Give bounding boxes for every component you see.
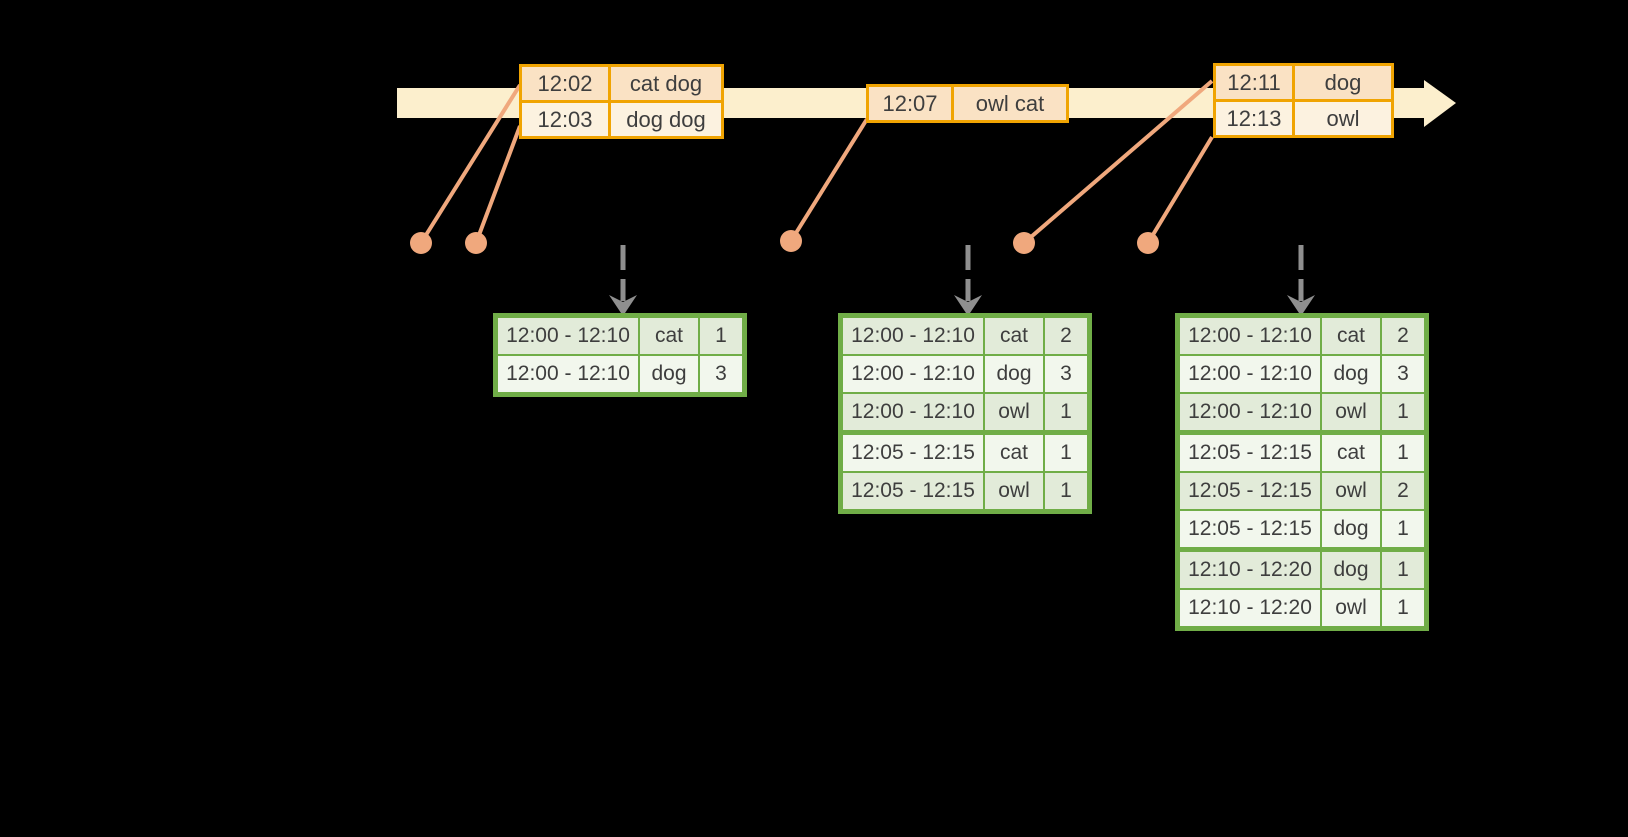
timeline-arrow-head-icon — [1424, 80, 1456, 127]
event-dot-12-13 — [1137, 232, 1159, 254]
result-count: 3 — [1382, 356, 1424, 392]
result-count: 1 — [1045, 473, 1087, 509]
result-word: dog — [640, 356, 698, 392]
result-word: owl — [1322, 473, 1380, 509]
result-window: 12:10 - 12:20 — [1180, 590, 1320, 626]
result-word: cat — [640, 318, 698, 354]
trigger-arrow-head-icon-1 — [609, 295, 637, 316]
event-row: 12:02 cat dog — [522, 67, 721, 100]
result-window: 12:00 - 12:10 — [843, 318, 983, 354]
event-words: owl cat — [954, 87, 1066, 120]
result-word: owl — [1322, 394, 1380, 430]
result-window: 12:10 - 12:20 — [1180, 552, 1320, 588]
result-word: dog — [1322, 552, 1380, 588]
result-window: 12:05 - 12:15 — [1180, 435, 1320, 471]
event-dot-12-03 — [465, 232, 487, 254]
event-words: cat dog — [611, 67, 721, 100]
event-table-2: 12:07 owl cat — [866, 84, 1069, 123]
result-count: 2 — [1382, 318, 1424, 354]
result-table-3: 12:00 - 12:10 cat 2 12:00 - 12:10 dog 3 … — [1175, 313, 1429, 631]
result-window: 12:00 - 12:10 — [843, 394, 983, 430]
result-window: 12:00 - 12:10 — [1180, 318, 1320, 354]
result-count: 1 — [1382, 435, 1424, 471]
trigger-arrow-head-icon-2 — [954, 295, 982, 316]
result-row: 12:00 - 12:10 dog 3 — [498, 356, 742, 392]
result-word: dog — [1322, 511, 1380, 547]
result-word: owl — [985, 473, 1043, 509]
result-row: 12:05 - 12:15 owl 2 — [1180, 473, 1424, 509]
event-row: 12:13 owl — [1216, 102, 1391, 135]
event-leader-lines — [419, 79, 1214, 245]
event-words: owl — [1295, 102, 1391, 135]
result-count: 1 — [1382, 590, 1424, 626]
trigger-arrow-heads — [609, 295, 1315, 316]
result-row: 12:00 - 12:10 owl 1 — [1180, 394, 1424, 430]
event-table-3: 12:11 dog 12:13 owl — [1213, 63, 1394, 138]
result-count: 1 — [1382, 394, 1424, 430]
event-table-1: 12:02 cat dog 12:03 dog dog — [519, 64, 724, 139]
result-window: 12:00 - 12:10 — [1180, 394, 1320, 430]
result-window: 12:05 - 12:15 — [1180, 511, 1320, 547]
result-count: 1 — [1045, 435, 1087, 471]
event-time: 12:11 — [1216, 66, 1292, 99]
result-count: 2 — [1045, 318, 1087, 354]
result-count: 1 — [1382, 552, 1424, 588]
event-time: 12:02 — [522, 67, 608, 100]
result-count: 1 — [700, 318, 742, 354]
result-word: owl — [1322, 590, 1380, 626]
result-count: 2 — [1382, 473, 1424, 509]
result-word: cat — [985, 318, 1043, 354]
trigger-arrow-head-icon-3 — [1287, 295, 1315, 316]
leader-line-12-07 — [789, 117, 869, 243]
result-word: dog — [1322, 356, 1380, 392]
event-row: 12:03 dog dog — [522, 103, 721, 136]
result-row: 12:05 - 12:15 cat 1 — [1180, 435, 1424, 471]
trigger-arrow-lines — [620, 245, 1304, 301]
result-row: 12:00 - 12:10 dog 3 — [1180, 356, 1424, 392]
result-word: dog — [985, 356, 1043, 392]
result-window: 12:05 - 12:15 — [843, 473, 983, 509]
result-row: 12:05 - 12:15 cat 1 — [843, 435, 1087, 471]
result-count: 1 — [1382, 511, 1424, 547]
result-window: 12:00 - 12:10 — [1180, 356, 1320, 392]
leader-line-12-03 — [474, 125, 522, 244]
result-word: cat — [1322, 435, 1380, 471]
event-dot-12-02 — [410, 232, 432, 254]
result-row: 12:00 - 12:10 owl 1 — [843, 394, 1087, 430]
result-row: 12:10 - 12:20 dog 1 — [1180, 552, 1424, 588]
result-count: 3 — [1045, 356, 1087, 392]
result-row: 12:05 - 12:15 dog 1 — [1180, 511, 1424, 547]
leader-line-12-13 — [1146, 135, 1214, 245]
result-row: 12:00 - 12:10 cat 1 — [498, 318, 742, 354]
event-dot-12-11 — [1013, 232, 1035, 254]
result-row: 12:05 - 12:15 owl 1 — [843, 473, 1087, 509]
result-count: 1 — [1045, 394, 1087, 430]
result-window: 12:00 - 12:10 — [498, 356, 638, 392]
result-row: 12:00 - 12:10 cat 2 — [1180, 318, 1424, 354]
result-row: 12:00 - 12:10 cat 2 — [843, 318, 1087, 354]
event-row: 12:07 owl cat — [869, 87, 1066, 120]
event-time: 12:03 — [522, 103, 608, 136]
event-time: 12:13 — [1216, 102, 1292, 135]
leader-line-12-11 — [1022, 79, 1214, 245]
event-row: 12:11 dog — [1216, 66, 1391, 99]
result-word: cat — [1322, 318, 1380, 354]
result-window: 12:00 - 12:10 — [498, 318, 638, 354]
event-time: 12:07 — [869, 87, 951, 120]
result-word: cat — [985, 435, 1043, 471]
result-count: 3 — [700, 356, 742, 392]
leader-line-12-02 — [419, 83, 522, 245]
result-word: owl — [985, 394, 1043, 430]
event-words: dog — [1295, 66, 1391, 99]
result-table-2: 12:00 - 12:10 cat 2 12:00 - 12:10 dog 3 … — [838, 313, 1092, 514]
result-window: 12:00 - 12:10 — [843, 356, 983, 392]
result-window: 12:05 - 12:15 — [1180, 473, 1320, 509]
event-time-dots — [410, 230, 1159, 254]
result-row: 12:10 - 12:20 owl 1 — [1180, 590, 1424, 626]
result-row: 12:00 - 12:10 dog 3 — [843, 356, 1087, 392]
result-window: 12:05 - 12:15 — [843, 435, 983, 471]
result-table-1: 12:00 - 12:10 cat 1 12:00 - 12:10 dog 3 — [493, 313, 747, 397]
event-words: dog dog — [611, 103, 721, 136]
event-dot-12-07 — [780, 230, 802, 252]
